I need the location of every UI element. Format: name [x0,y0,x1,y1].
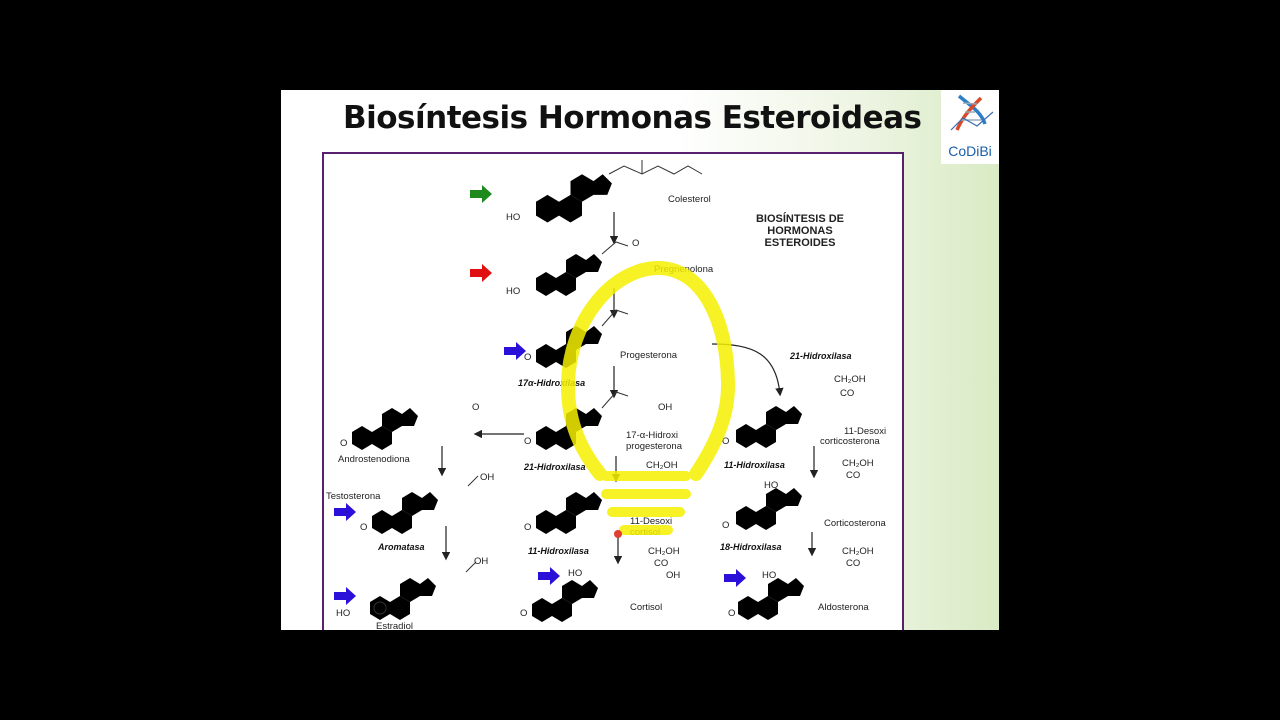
co-group-doc: CO [840,388,854,399]
aldosterona-structure [738,578,804,620]
ch2oh-group-cortisol: CH₂OH [648,546,680,557]
oh-group-cortisol: OH [666,570,680,581]
desoxicorticosterona-structure [736,406,802,448]
diagram-title-line1: BIOSÍNTESIS DE [756,212,844,225]
lightbulb-icon [560,260,736,535]
ch2oh-group-doc: CH₂OH [834,374,866,385]
ho-group-2: HO [506,286,520,297]
diagram-title-line2: HORMONAS [767,225,832,237]
progesterona-label: Progesterona [620,350,678,361]
estradiol-structure [370,561,477,620]
blue-arrow-icon-aldosterona [724,569,746,587]
o-group-andro: O [340,438,347,449]
enzyme-11-hidroxilasa-mid: 11-Hidroxilasa [528,546,589,556]
blue-arrow-icon-progesterona [504,342,526,360]
colesterol-label: Colesterol [668,194,711,205]
ho-group: HO [506,212,520,223]
progesterona-structure [536,309,629,368]
steroid-diagram: BIOSÍNTESIS DE HORMONAS ESTEROIDES HO Co… [322,152,904,630]
o-group-testo: O [360,522,367,533]
co-group-cortisol: CO [654,558,668,569]
corticosterona-structure [736,488,802,530]
desoxicorticosterona-label-2: corticosterona [820,436,880,447]
hidroxiprogesterona-label-2: progesterona [626,441,683,452]
enzyme-21-hidroxilasa-top: 21-Hidroxilasa [789,351,852,361]
ho-group-cortico: HO [764,480,778,491]
ch2oh-group-aldo: CH₂OH [842,546,874,557]
o-group-aldo: O [728,608,735,619]
cortisol-structure [532,580,598,622]
desoxicortisol-label-1: 11-Desoxi [630,516,672,527]
androstenodiona-label: Androstenodiona [338,454,411,465]
o-group: O [632,238,639,249]
diagram-title-line3: ESTEROIDES [765,237,836,249]
o-group-prog: O [524,352,531,363]
o-group-desoxicortisol: O [524,522,531,533]
o-group-andro-2: O [472,402,479,413]
co-group-aldo: CO [846,558,860,569]
desoxicortisol-structure [536,492,602,534]
ch2oh-group-mid: CH₂OH [646,460,678,471]
ch2oh-group-cortico: CH₂OH [842,458,874,469]
enzyme-aromatasa: Aromatasa [377,542,425,552]
blue-arrow-icon-estradiol [334,587,356,605]
enzyme-17a-hidroxilasa: 17α-Hidroxilasa [518,378,585,388]
dna-icon [950,94,994,131]
cortisol-label: Cortisol [630,602,662,613]
oh-group-17: OH [658,402,672,413]
aldosterona-label: Aldosterona [818,602,869,613]
red-arrow-icon [470,264,492,282]
oh-group-testo: OH [480,472,494,483]
blue-arrow-icon-testosterona [334,503,356,521]
cursor-dot [614,530,622,538]
estradiol-label: Estradiol [376,621,413,630]
ho-group-cortisol: HO [568,568,582,579]
codibi-logo: CoDiBi [941,90,999,164]
colesterol-structure [536,160,703,223]
enzyme-18-hidroxilasa: 18-Hidroxilasa [720,542,782,552]
hidroxiprogesterona-label-1: 17-α-Hidroxi [626,430,678,441]
logo-text: CoDiBi [948,143,992,159]
slide: Biosíntesis Hormonas Esteroideas CoDiBi [281,90,999,630]
ho-group-aldo: HO [762,570,776,581]
corticosterona-label: Corticosterona [824,518,886,529]
blue-arrow-icon-cortisol [538,567,560,585]
oh-group-estradiol: OH [474,556,488,567]
enzyme-21-hidroxilasa-mid: 21-Hidroxilasa [523,462,586,472]
desoxicorticosterona-label-1: 11-Desoxi [844,426,886,437]
green-arrow-icon [470,185,492,203]
co-group-cortico: CO [846,470,860,481]
testosterona-structure [372,475,479,534]
androstenodiona-structure [352,408,418,450]
enzyme-11-hidroxilasa-right: 11-Hidroxilasa [724,460,785,470]
o-group-cortisol: O [520,608,527,619]
pregnenolona-structure [536,241,629,296]
slide-title: Biosíntesis Hormonas Esteroideas [343,100,922,136]
o-group-cortico: O [722,520,729,531]
ho-group-estradiol: HO [336,608,350,619]
o-group-17: O [524,436,531,447]
hidroxiprogesterona-structure [536,391,629,450]
o-group-doc: O [722,436,729,447]
testosterona-label: Testosterona [326,491,381,502]
